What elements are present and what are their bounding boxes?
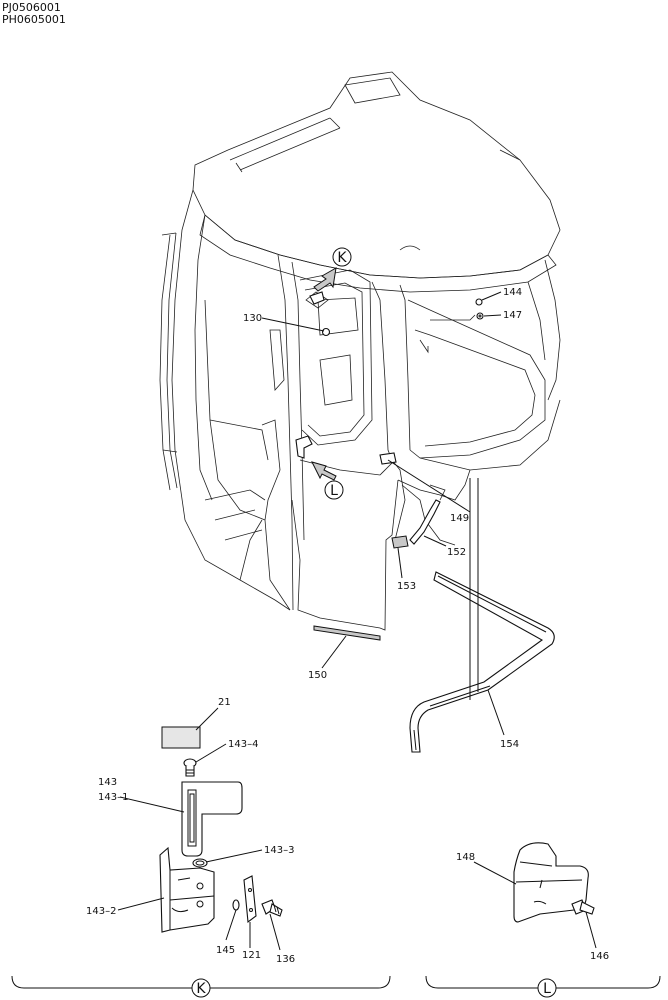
callout-147: 147 xyxy=(503,310,522,321)
seal-149 xyxy=(379,452,397,465)
label-21 xyxy=(161,726,201,749)
callout-121: 121 xyxy=(242,950,261,961)
view-k-bracket: K xyxy=(11,975,391,998)
knob-130 xyxy=(321,327,331,337)
view-k-arrow xyxy=(313,267,337,292)
callout-143-1: 143–1 xyxy=(98,792,128,803)
latch-bracket xyxy=(295,435,313,459)
callout-152: 152 xyxy=(447,547,466,558)
washer-147 xyxy=(476,312,484,320)
svg-text:L: L xyxy=(330,483,338,499)
block-148 xyxy=(513,842,589,923)
callout-144: 144 xyxy=(503,287,522,298)
seal-154 xyxy=(409,571,555,753)
callout-145: 145 xyxy=(216,945,235,956)
callout-143: 143 xyxy=(98,777,117,788)
strip-150 xyxy=(313,625,381,641)
cab-frame xyxy=(159,71,561,631)
washer-145 xyxy=(232,899,240,911)
bracket-143-2 xyxy=(159,846,215,933)
view-k-marker: K xyxy=(332,247,352,267)
bolt-144 xyxy=(475,298,483,306)
view-l-marker: L xyxy=(324,480,344,500)
callout-143-4: 143–4 xyxy=(228,739,258,750)
drawing-code-1: PJ0506001 xyxy=(2,1,61,14)
callout-143-3: 143–3 xyxy=(264,845,294,856)
callout-21: 21 xyxy=(218,697,231,708)
callout-146: 146 xyxy=(590,951,609,962)
callout-136: 136 xyxy=(276,954,295,965)
seal-152 xyxy=(409,499,441,545)
spring-143-3 xyxy=(192,858,208,868)
view-l-bracket: L xyxy=(425,975,661,998)
plate-121 xyxy=(243,875,257,924)
callout-143-2: 143–2 xyxy=(86,906,116,917)
view-l-arrow xyxy=(311,461,337,481)
latch-k xyxy=(309,291,325,305)
callout-149: 149 xyxy=(450,513,469,524)
bolt-143-4 xyxy=(183,758,197,777)
svg-text:L: L xyxy=(543,981,551,997)
svg-text:K: K xyxy=(337,250,347,266)
callout-130: 130 xyxy=(243,313,262,324)
leader-lines xyxy=(117,291,597,951)
drawing-code-2: PH0605001 xyxy=(2,13,66,26)
seal-153 xyxy=(391,535,409,549)
callout-153: 153 xyxy=(397,581,416,592)
plate-143-1 xyxy=(181,781,243,857)
svg-text:K: K xyxy=(196,981,206,997)
callout-154: 154 xyxy=(500,739,519,750)
callout-150: 150 xyxy=(308,670,327,681)
bolt-136 xyxy=(261,899,283,917)
callout-148: 148 xyxy=(456,852,475,863)
bolt-146 xyxy=(571,899,595,915)
